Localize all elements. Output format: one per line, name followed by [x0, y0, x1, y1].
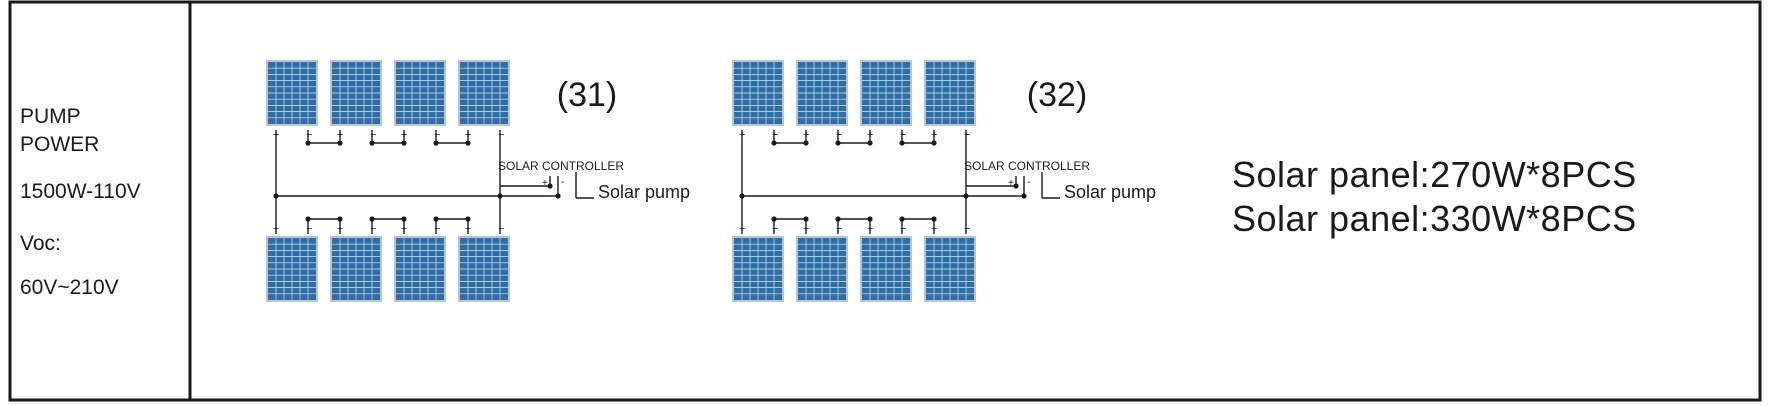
- junction-dot: [835, 216, 841, 222]
- junction-dot: [433, 216, 439, 222]
- minus-sign: -: [1027, 177, 1030, 188]
- junction-dot: [867, 216, 873, 222]
- solar-panel: [796, 60, 848, 126]
- solar-panel: [860, 236, 912, 302]
- minus-sign: −: [434, 129, 440, 141]
- solar-panel: [732, 60, 784, 126]
- junction-dot: [337, 140, 343, 146]
- junction-dot: [401, 216, 407, 222]
- pump-title-line2: POWER: [20, 133, 100, 156]
- config-id-label: (32): [1027, 76, 1087, 114]
- solar-panel: [924, 236, 976, 302]
- minus-sign: −: [964, 129, 970, 141]
- plus-sign: +: [542, 178, 548, 189]
- minus-sign: −: [772, 223, 778, 235]
- config-id-label: (31): [557, 76, 617, 114]
- wiring-diagram-2: +−+−+−+−+−+−+−+−+-SOLAR CONTROLLERSolar …: [732, 60, 1156, 302]
- solar-panel: [924, 60, 976, 126]
- junction-dot: [369, 216, 375, 222]
- voc-range: 60V~210V: [20, 276, 119, 299]
- junction-dot: [465, 216, 471, 222]
- junction-dot: [1013, 183, 1019, 189]
- solar-panel: [394, 60, 446, 126]
- minus-sign: -: [561, 177, 564, 188]
- spec-line-2: Solar panel:330W*8PCS: [1232, 198, 1637, 239]
- solar-pump-label: Solar pump: [1064, 182, 1156, 202]
- minus-sign: −: [370, 129, 376, 141]
- junction-dot: [835, 140, 841, 146]
- minus-sign: −: [964, 223, 970, 235]
- junction-dot: [465, 140, 471, 146]
- junction-dot: [899, 140, 905, 146]
- junction-dot: [867, 140, 873, 146]
- minus-sign: −: [306, 129, 312, 141]
- minus-sign: −: [306, 223, 312, 235]
- solar-panel: [330, 60, 382, 126]
- junction-dot: [899, 216, 905, 222]
- minus-sign: −: [900, 129, 906, 141]
- junction-dot: [771, 216, 777, 222]
- plus-sign: +: [1008, 178, 1014, 189]
- pump-title-line1: PUMP: [20, 105, 81, 128]
- junction-dot: [803, 216, 809, 222]
- junction-dot: [369, 140, 375, 146]
- solar-panel: [266, 236, 318, 302]
- solar-panel: [732, 236, 784, 302]
- junction-dot: [305, 216, 311, 222]
- junction-dot: [931, 140, 937, 146]
- solar-panel: [266, 60, 318, 126]
- junction-dot: [401, 140, 407, 146]
- minus-sign: −: [370, 223, 376, 235]
- solar-panel: [330, 236, 382, 302]
- solar-pump-label: Solar pump: [598, 182, 690, 202]
- junction-dot: [771, 140, 777, 146]
- voc-label: Voc:: [20, 232, 61, 255]
- solar-controller-label: SOLAR CONTROLLER: [964, 159, 1090, 173]
- junction-dot: [305, 140, 311, 146]
- minus-sign: −: [900, 223, 906, 235]
- junction-dot: [803, 140, 809, 146]
- junction-dot: [1021, 193, 1027, 199]
- minus-sign: −: [836, 129, 842, 141]
- spec-line-1: Solar panel:270W*8PCS: [1232, 154, 1637, 195]
- minus-sign: −: [772, 129, 778, 141]
- junction-dot: [931, 216, 937, 222]
- solar-panel: [394, 236, 446, 302]
- solar-panel: [796, 236, 848, 302]
- minus-sign: −: [498, 129, 504, 141]
- solar-controller-label: SOLAR CONTROLLER: [498, 159, 624, 173]
- outer-border: [8, 0, 1762, 402]
- wiring-diagram-1: +−+−+−+−+−+−+−+−+-SOLAR CONTROLLERSolar …: [266, 60, 690, 302]
- junction-dot: [337, 216, 343, 222]
- junction-dot: [433, 140, 439, 146]
- pump-power: 1500W-110V: [20, 180, 141, 203]
- minus-sign: −: [836, 223, 842, 235]
- minus-sign: −: [498, 223, 504, 235]
- junction-dot: [547, 183, 553, 189]
- solar-panel: [458, 60, 510, 126]
- minus-sign: −: [434, 223, 440, 235]
- solar-panel: [458, 236, 510, 302]
- junction-dot: [497, 193, 503, 199]
- junction-dot: [555, 193, 561, 199]
- junction-dot: [963, 193, 969, 199]
- solar-panel: [860, 60, 912, 126]
